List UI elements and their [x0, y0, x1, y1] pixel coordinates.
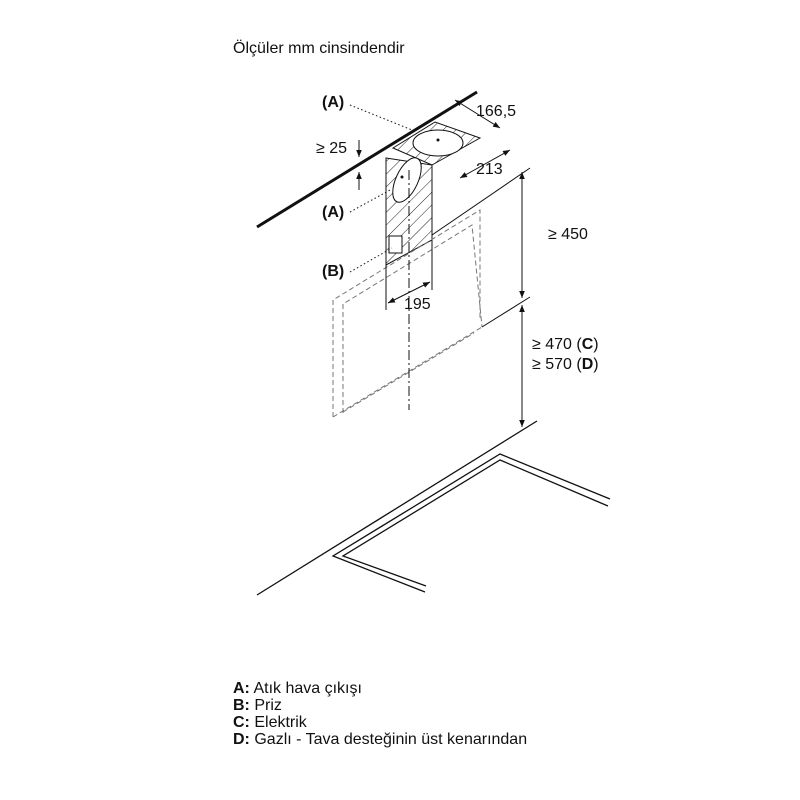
socket-icon [388, 235, 403, 254]
page-title: Ölçüler mm cinsindendir [233, 40, 405, 57]
dim-166: 166,5 [476, 103, 517, 120]
label-b: (B) [322, 263, 345, 280]
dim-213: 213 [476, 161, 503, 178]
hob [331, 453, 611, 593]
dim-25: ≥ 25 [316, 140, 348, 157]
label-a-top: (A) [322, 94, 345, 111]
legend-item-d: D: Gazlı - Tava desteğinin üst kenarında… [233, 731, 528, 748]
legend-item-c: C: Elektrik [233, 714, 307, 731]
legend-item-b: B: Priz [233, 697, 282, 714]
label-a-mid: (A) [322, 204, 345, 221]
legend-item-a: A: Atık hava çıkışı [233, 680, 362, 697]
countertop-edge [256, 420, 538, 596]
legend: A: Atık hava çıkışı B: Priz C: Elektrik … [233, 680, 527, 748]
dimension-lines [349, 99, 531, 427]
dim-195: 195 [404, 296, 431, 313]
dim-570: ≥ 570 (D) [532, 356, 599, 373]
dim-450: ≥ 450 [548, 226, 588, 243]
ceiling-line [256, 90, 478, 229]
top-exhaust-ellipse [412, 129, 464, 157]
wall-exhaust-ellipse [392, 157, 422, 203]
dim-470: ≥ 470 (C) [532, 336, 599, 353]
